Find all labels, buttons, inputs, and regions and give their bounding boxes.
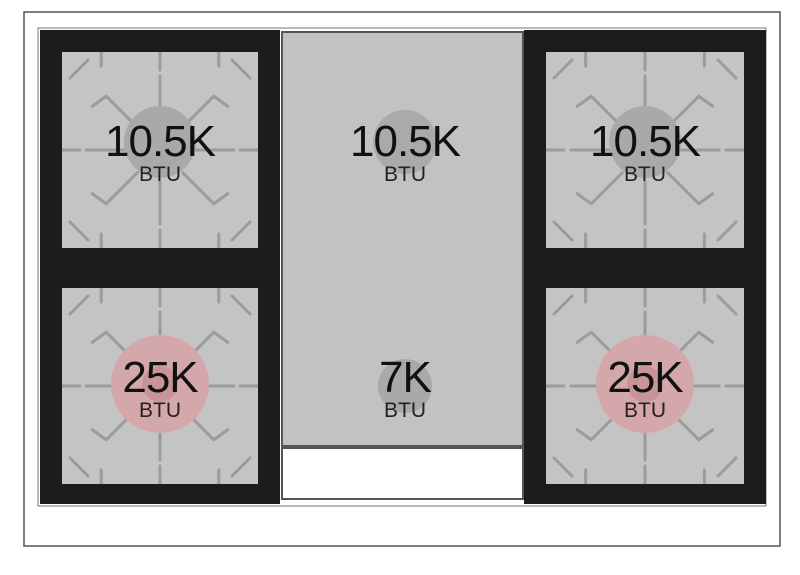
burner-front-center	[378, 359, 432, 413]
grate-bar	[90, 192, 108, 206]
grate-bar	[104, 171, 139, 206]
griddle-drip-tray	[281, 447, 524, 500]
grate-bar	[575, 330, 593, 344]
burner-back-center	[373, 110, 437, 174]
grate-bar	[68, 220, 90, 242]
grate-bar	[589, 171, 624, 206]
grate-bar	[181, 171, 216, 206]
grate-bar	[552, 58, 574, 80]
grate-bar	[68, 456, 90, 478]
grate-bar	[716, 294, 738, 316]
grate-bar	[230, 58, 252, 80]
grate-bar	[212, 94, 230, 108]
grate-bar	[716, 456, 738, 478]
grate-bar	[697, 428, 715, 442]
grate-bar	[552, 294, 574, 316]
grate-bar	[90, 330, 108, 344]
grate-bar	[666, 171, 701, 206]
burner-front-right-center	[627, 366, 663, 402]
grate-bar	[90, 94, 108, 108]
grate-bar	[575, 94, 593, 108]
grate-bar	[230, 220, 252, 242]
grate-bar	[716, 220, 738, 242]
grate-bar	[697, 330, 715, 344]
grate-bar	[90, 428, 108, 442]
grate-bar	[212, 428, 230, 442]
grate-bar	[68, 58, 90, 80]
burner-front-left-center	[142, 366, 178, 402]
grate-bar	[212, 192, 230, 206]
grate-bar	[697, 94, 715, 108]
grate-bar	[575, 192, 593, 206]
burner-back-right	[609, 106, 681, 178]
burner-back-left	[124, 106, 196, 178]
grate-bar	[716, 58, 738, 80]
grate-bar	[230, 456, 252, 478]
grate-bar	[575, 428, 593, 442]
grate-bar	[697, 192, 715, 206]
grate-pattern	[62, 288, 258, 484]
grate-bar	[212, 330, 230, 344]
grate-bar	[552, 456, 574, 478]
grate-bar	[552, 220, 574, 242]
grate-bar	[230, 294, 252, 316]
grate-bar	[68, 294, 90, 316]
